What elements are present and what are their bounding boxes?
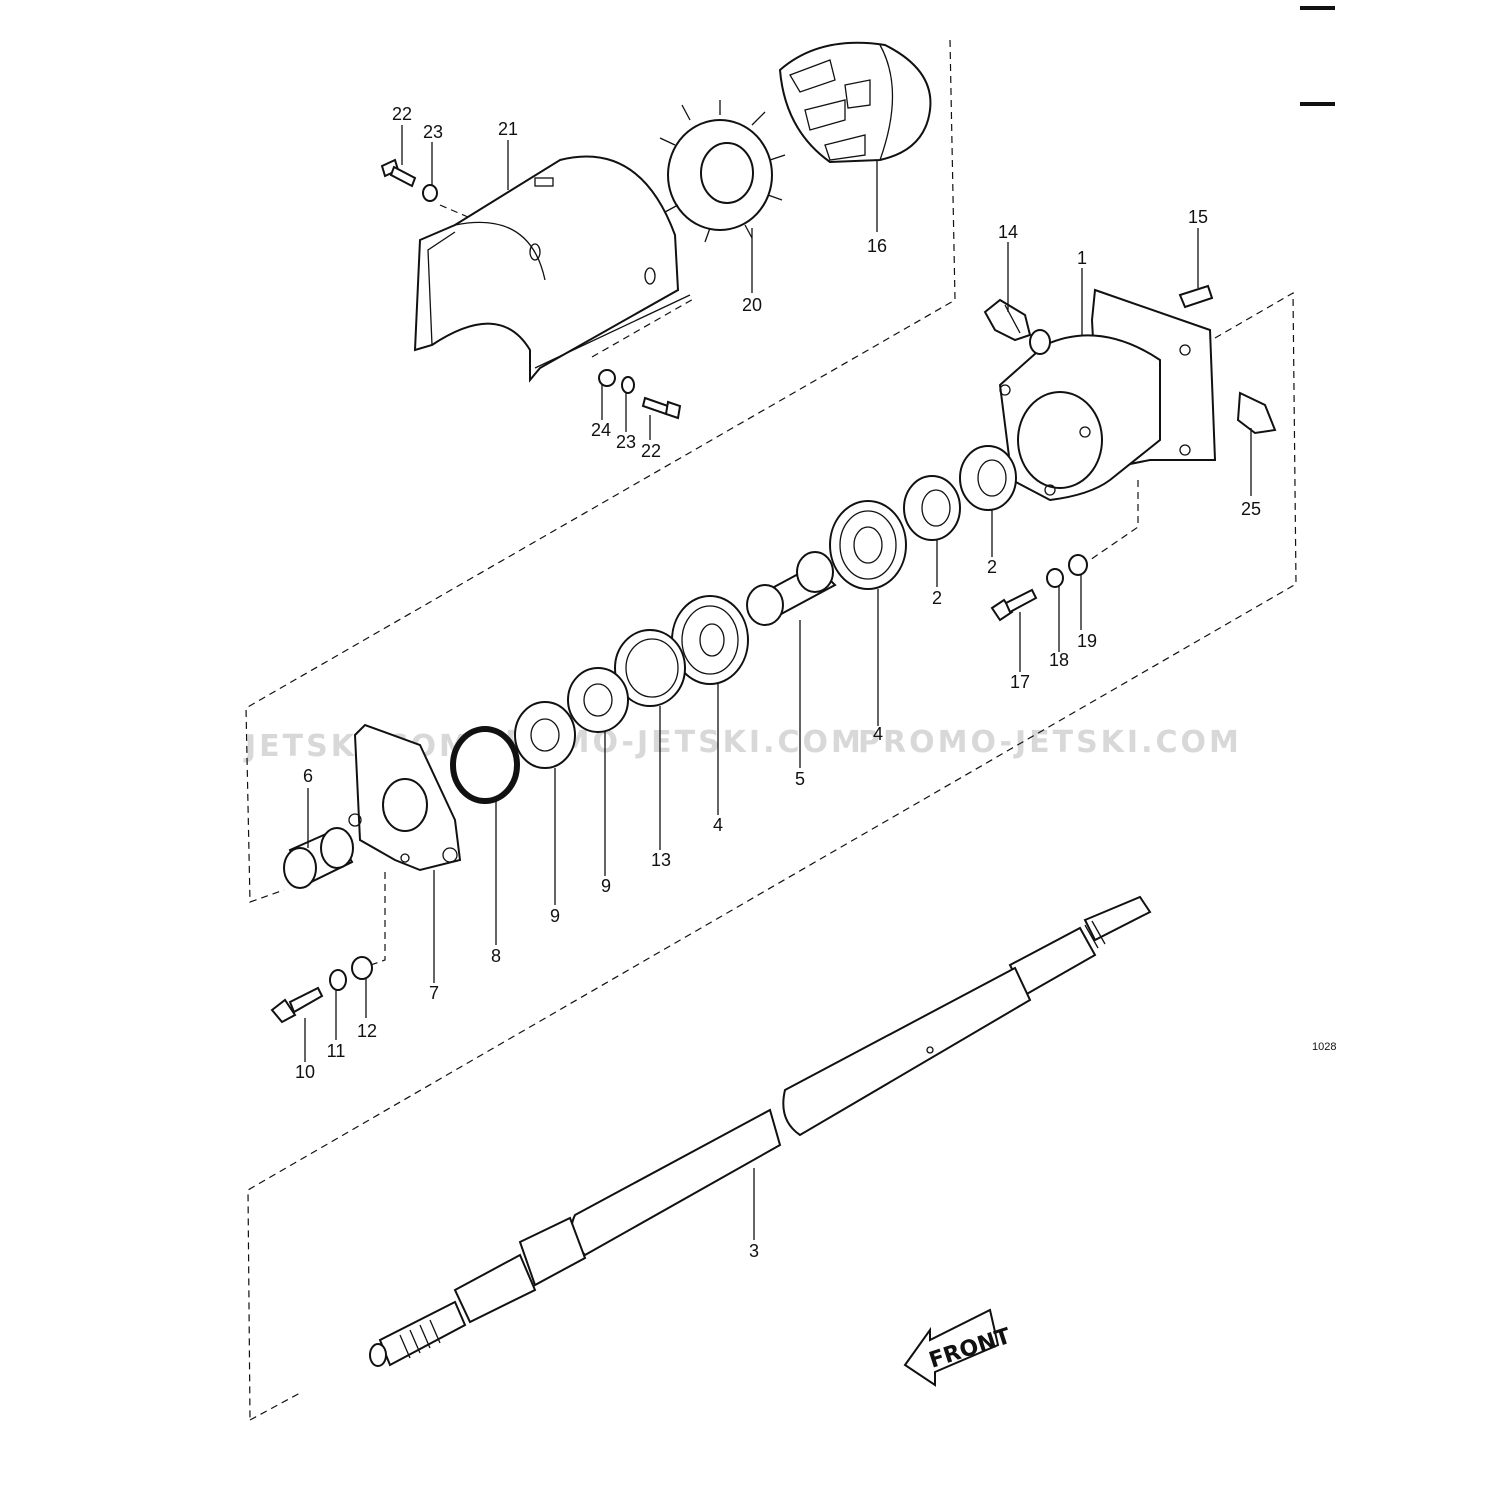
- callout-22: 22: [392, 104, 412, 124]
- callout-2: 2: [932, 588, 942, 608]
- part-23-washer: [621, 376, 635, 394]
- callout-15: 15: [1188, 207, 1208, 227]
- part-20-impeller: [659, 100, 786, 243]
- part-1-housing: [998, 288, 1217, 502]
- part-25-clip: [1236, 391, 1277, 435]
- figure-code: 1028: [1312, 1041, 1336, 1053]
- callout-22: 22: [641, 441, 661, 461]
- callout-17: 17: [1010, 672, 1030, 692]
- part-4-bearing: [829, 500, 907, 590]
- part-17-bolt: [990, 588, 1038, 622]
- callout-23: 23: [423, 122, 443, 142]
- callout-14: 14: [998, 222, 1018, 242]
- callout-4: 4: [873, 724, 883, 744]
- callout-1: 1: [1077, 248, 1087, 268]
- watermark: PROMO-JETSKI.COM: [858, 725, 1242, 760]
- part-15-pin: [1178, 284, 1214, 309]
- part-2-bearing: [959, 445, 1017, 511]
- part-11-washer: [329, 969, 347, 991]
- callout-24: 24: [591, 420, 611, 440]
- callout-numbers: 22 23 21 20 16 14 1 15 25 24 23 22 2 2 4…: [295, 104, 1261, 1261]
- part-13-ring: [614, 629, 686, 707]
- part-22-bolt: [641, 396, 682, 420]
- part-10-bolt: [270, 986, 324, 1024]
- callout-18: 18: [1049, 650, 1069, 670]
- callout-25: 25: [1241, 499, 1261, 519]
- part-18-washer: [1046, 568, 1064, 588]
- callout-10: 10: [295, 1062, 315, 1082]
- part-5-spacer: [746, 551, 837, 626]
- callout-12: 12: [357, 1021, 377, 1041]
- part-6-bushing: [283, 827, 354, 889]
- part-21-cover: [413, 155, 691, 383]
- part-12-washer: [351, 956, 373, 980]
- callout-20: 20: [742, 295, 762, 315]
- part-19-washer: [1068, 554, 1088, 576]
- part-24-washer: [598, 369, 616, 387]
- part-9-seal: [567, 667, 629, 733]
- part-3-drive-shaft: [369, 895, 1152, 1367]
- callout-9: 9: [550, 906, 560, 926]
- part-16-coupling: [778, 41, 932, 164]
- callout-5: 5: [795, 769, 805, 789]
- callout-21: 21: [498, 119, 518, 139]
- callout-23: 23: [616, 432, 636, 452]
- callout-4: 4: [713, 815, 723, 835]
- part-22-bolt: [380, 158, 417, 188]
- callout-19: 19: [1077, 631, 1097, 651]
- part-9-seal: [514, 701, 576, 769]
- callout-16: 16: [867, 236, 887, 256]
- part-23-washer: [422, 184, 438, 202]
- callout-11: 11: [327, 1041, 346, 1061]
- callout-6: 6: [303, 766, 313, 786]
- callout-8: 8: [491, 946, 501, 966]
- callout-2: 2: [987, 557, 997, 577]
- callout-9: 9: [601, 876, 611, 896]
- part-7-cover-plate: [348, 723, 462, 872]
- part-8-o-ring: [450, 726, 520, 804]
- callout-7: 7: [429, 983, 439, 1003]
- part-14-fitting: [983, 298, 1032, 342]
- front-arrow: FRONT: [903, 1308, 1014, 1387]
- callout-13: 13: [651, 850, 671, 870]
- callout-3: 3: [749, 1241, 759, 1261]
- part-2-bearing: [903, 475, 961, 541]
- leader-lines: [304, 125, 1252, 1240]
